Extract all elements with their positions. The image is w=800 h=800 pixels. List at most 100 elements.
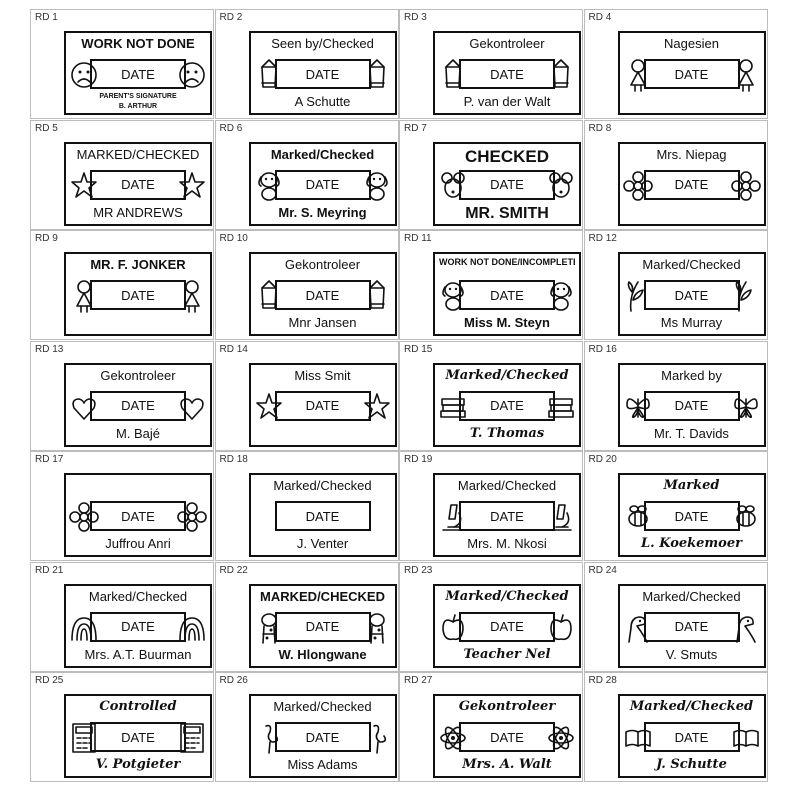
flower-icon xyxy=(730,168,761,204)
stamp-code: RD 22 xyxy=(219,564,248,576)
stamp-name: Juffrou Anri xyxy=(105,536,171,551)
leaf-icon xyxy=(731,278,761,314)
stamp-name: MR ANDREWS xyxy=(93,204,183,220)
rainbow-icon xyxy=(69,610,99,646)
stamp-name: Mr. T. Davids xyxy=(654,425,729,441)
stamp-name: P. van der Walt xyxy=(463,94,551,109)
stamp-code: RD 5 xyxy=(35,122,58,134)
giraffe-icon xyxy=(254,610,284,646)
date-box: DATE xyxy=(90,59,186,89)
stamp-code: RD 9 xyxy=(35,233,58,244)
stamp-code: RD 2 xyxy=(219,12,243,23)
stamp-name: M. Bajé xyxy=(115,425,161,441)
rainbow-icon xyxy=(177,610,207,646)
apple-icon xyxy=(546,610,576,646)
stamp-name: Ms Murray xyxy=(660,315,723,330)
stamp-name: Mrs. M. Nkosi xyxy=(467,536,547,551)
stamp-heading: Marked/Checked xyxy=(445,367,569,383)
stamp-code: RD 13 xyxy=(35,343,64,355)
books-icon xyxy=(438,389,468,425)
stamp-code: RD 10 xyxy=(219,233,248,244)
stamp-name: T. Thomas xyxy=(469,425,545,441)
stamp-heading: Nagesien xyxy=(664,36,719,51)
stamp-heading: Controlled xyxy=(99,699,177,714)
giraffe-icon xyxy=(362,610,392,646)
stamp-code: RD 28 xyxy=(588,675,617,686)
stamp-heading: Mrs. Niepag xyxy=(656,146,727,162)
stamp-name: Teacher Nel xyxy=(463,646,551,662)
stamp-heading: Gekontroleer xyxy=(469,36,545,51)
stamp-code: RD 25 xyxy=(35,675,64,686)
stamp-code: RD 1 xyxy=(35,12,58,23)
book-icon xyxy=(623,720,653,756)
date-box: DATE xyxy=(643,169,740,200)
book-icon xyxy=(731,720,761,756)
flower-icon xyxy=(622,168,653,204)
stamp-name: Mr. S. Meyring xyxy=(278,204,367,220)
date-box: DATE xyxy=(90,390,186,421)
date-box: DATE xyxy=(90,169,186,200)
stamp-code: RD 21 xyxy=(35,564,64,576)
pencil-icon xyxy=(254,278,284,314)
stamp-code: RD 16 xyxy=(588,343,617,355)
sad-face-icon xyxy=(177,57,207,93)
stamp-name: PARENT'S SIGNATURE xyxy=(99,93,177,100)
dinosaur-icon xyxy=(623,610,653,646)
dinosaur-icon xyxy=(731,610,761,646)
stamp-heading: WORK NOT DONE/INCOMPLETE xyxy=(439,257,575,267)
date-box: DATE xyxy=(274,169,371,200)
books-icon xyxy=(546,389,576,425)
stamp-heading: Marked/Checked xyxy=(273,699,372,714)
girl-icon xyxy=(623,57,653,93)
stamp-name: J. Venter xyxy=(296,536,349,551)
date-box: DATE xyxy=(643,280,740,310)
mouse-icon xyxy=(438,168,468,204)
dog-icon xyxy=(254,168,284,204)
stamp-cell: RD 5 MARKED/CHECKED DATE MR ANDREWS xyxy=(30,119,214,230)
date-box: DATE xyxy=(459,722,555,752)
stamp-code: RD 26 xyxy=(219,675,248,686)
star-icon xyxy=(254,389,284,425)
stamp-heading: Gekontroleer xyxy=(100,367,176,383)
calculator-icon xyxy=(177,720,207,756)
pencil-icon xyxy=(438,57,468,93)
stamp-code: RD 27 xyxy=(404,675,433,686)
stamp-heading: Miss Smit xyxy=(294,367,351,383)
stamp-subname: B. ARTHUR xyxy=(118,103,158,110)
microscope-icon xyxy=(546,499,576,535)
stamp-heading: MARKED/CHECKED xyxy=(76,146,200,162)
stamp-heading: CHECKED xyxy=(464,146,550,166)
date-box: DATE xyxy=(643,611,740,642)
date-box: DATE xyxy=(274,722,371,752)
heart-icon xyxy=(69,389,99,425)
stamp-name: V. Smuts xyxy=(665,646,718,662)
date-box: DATE xyxy=(90,611,186,642)
microscope-icon xyxy=(438,499,468,535)
mouse-icon xyxy=(546,168,576,204)
stamp-name: Mrs. A.T. Buurman xyxy=(84,646,192,662)
